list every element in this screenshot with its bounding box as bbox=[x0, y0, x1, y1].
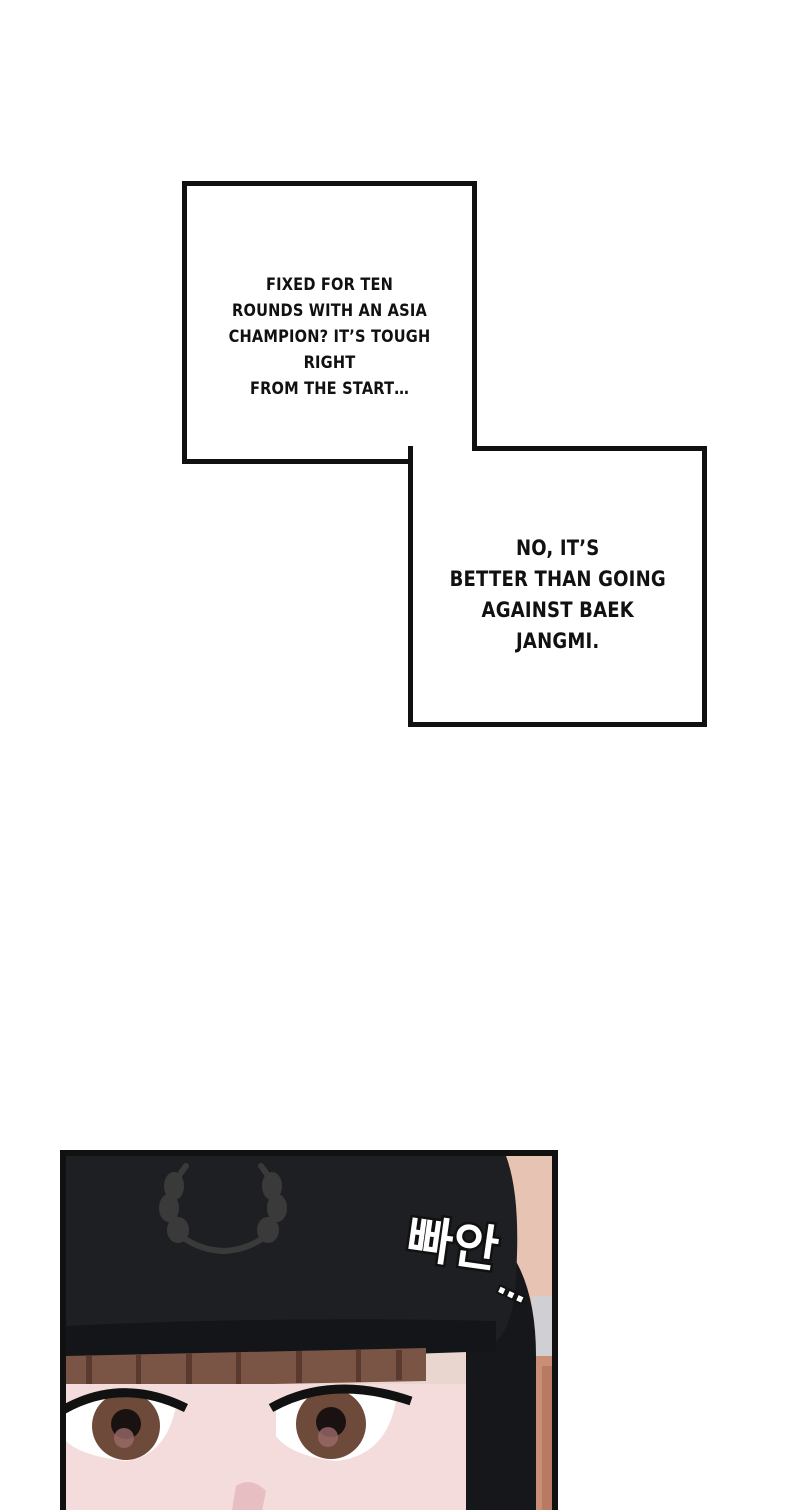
sfx-text: 빠안 bbox=[403, 1209, 502, 1279]
comic-panel bbox=[60, 1150, 558, 1510]
narration-box-1: FIXED FOR TEN ROUNDS WITH AN ASIA CHAMPI… bbox=[182, 181, 477, 464]
narration-box-joint bbox=[413, 446, 472, 459]
left-eye bbox=[66, 1388, 188, 1461]
laurel-emblem-icon bbox=[159, 1163, 287, 1254]
narration-text-1: FIXED FOR TEN ROUNDS WITH AN ASIA CHAMPI… bbox=[228, 275, 431, 399]
narration-text-2: NO, IT’S BETTER THAN GOING AGAINST BAEK … bbox=[449, 536, 666, 653]
right-eye bbox=[268, 1384, 413, 1461]
sound-effect: 빠안 … bbox=[401, 1207, 537, 1310]
sfx-trail: … bbox=[493, 1266, 535, 1310]
narration-box-2: NO, IT’S BETTER THAN GOING AGAINST BAEK … bbox=[408, 446, 707, 727]
character-illustration bbox=[66, 1156, 552, 1510]
